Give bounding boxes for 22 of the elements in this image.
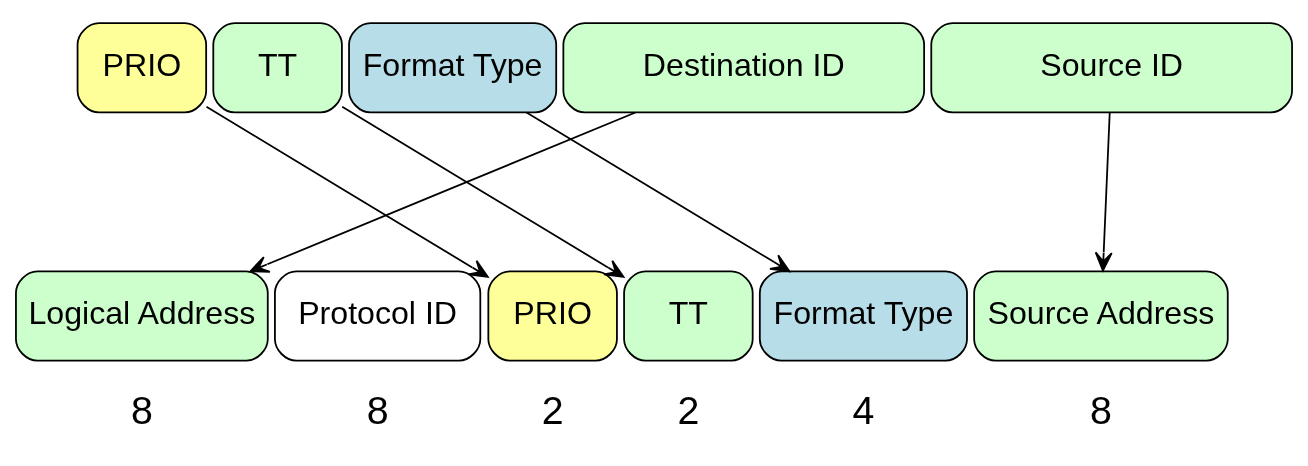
node-box: Source ID [930, 22, 1293, 114]
arrow [341, 105, 625, 278]
node-box: Format Type [348, 22, 558, 114]
node-box: PRIO [76, 22, 208, 114]
arrow [525, 111, 791, 273]
node-box: TT [623, 270, 754, 362]
node-box: Format Type [758, 270, 968, 362]
node-label: 4 [852, 388, 875, 433]
arrow [249, 111, 637, 273]
node-label: 2 [541, 388, 564, 433]
node-box: Source Address [973, 270, 1229, 362]
node-label: 2 [677, 388, 700, 433]
node-box: TT [212, 22, 343, 114]
node-label: 8 [366, 388, 389, 433]
arrow [205, 105, 489, 278]
node-box: Protocol ID [274, 270, 482, 362]
node-label: 8 [130, 388, 153, 433]
node-label: 8 [1090, 388, 1112, 433]
node-box: PRIO [487, 270, 618, 362]
node-box: Destination ID [562, 22, 926, 114]
node-box: Logical Address [15, 270, 269, 362]
arrow [1094, 111, 1113, 272]
